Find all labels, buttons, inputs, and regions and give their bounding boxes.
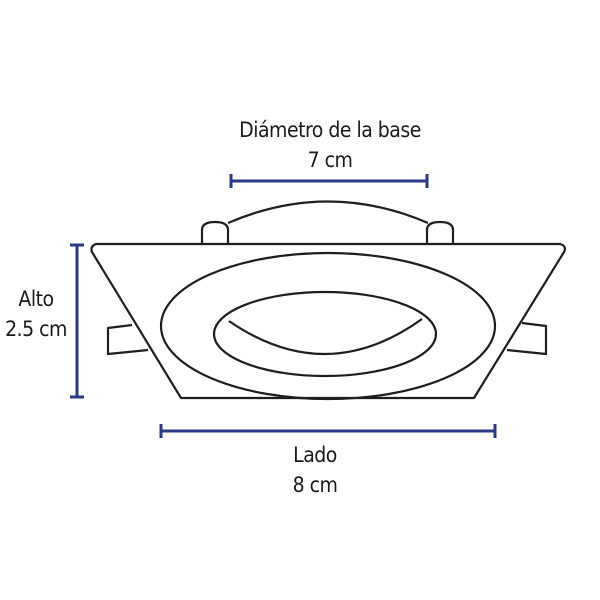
downlight-fixture-drawing <box>90 200 566 401</box>
inner-ring <box>212 290 438 378</box>
side-label: Lado 8 cm <box>260 440 370 500</box>
top-dome <box>227 200 429 225</box>
dimension-line-height <box>70 243 84 399</box>
top-clip-right <box>425 220 455 244</box>
height-label-value: 2.5 cm <box>5 317 67 341</box>
diameter-label-title: Diámetro de la base <box>239 118 421 142</box>
square-trim <box>90 242 566 400</box>
diameter-label-value: 7 cm <box>307 148 353 172</box>
diameter-label: Diámetro de la base 7 cm <box>200 115 460 175</box>
inner-reflector-edge <box>228 318 423 356</box>
outer-ring <box>159 251 497 401</box>
side-label-value: 8 cm <box>292 473 338 497</box>
top-clip-left <box>200 220 230 244</box>
height-label-title: Alto <box>18 287 54 311</box>
side-tab-left <box>106 323 149 356</box>
height-label: Alto 2.5 cm <box>0 284 72 344</box>
dimension-line-diameter <box>229 174 429 188</box>
side-label-title: Lado <box>293 443 337 467</box>
dimension-line-side <box>159 424 497 438</box>
side-tab-right <box>506 321 548 356</box>
